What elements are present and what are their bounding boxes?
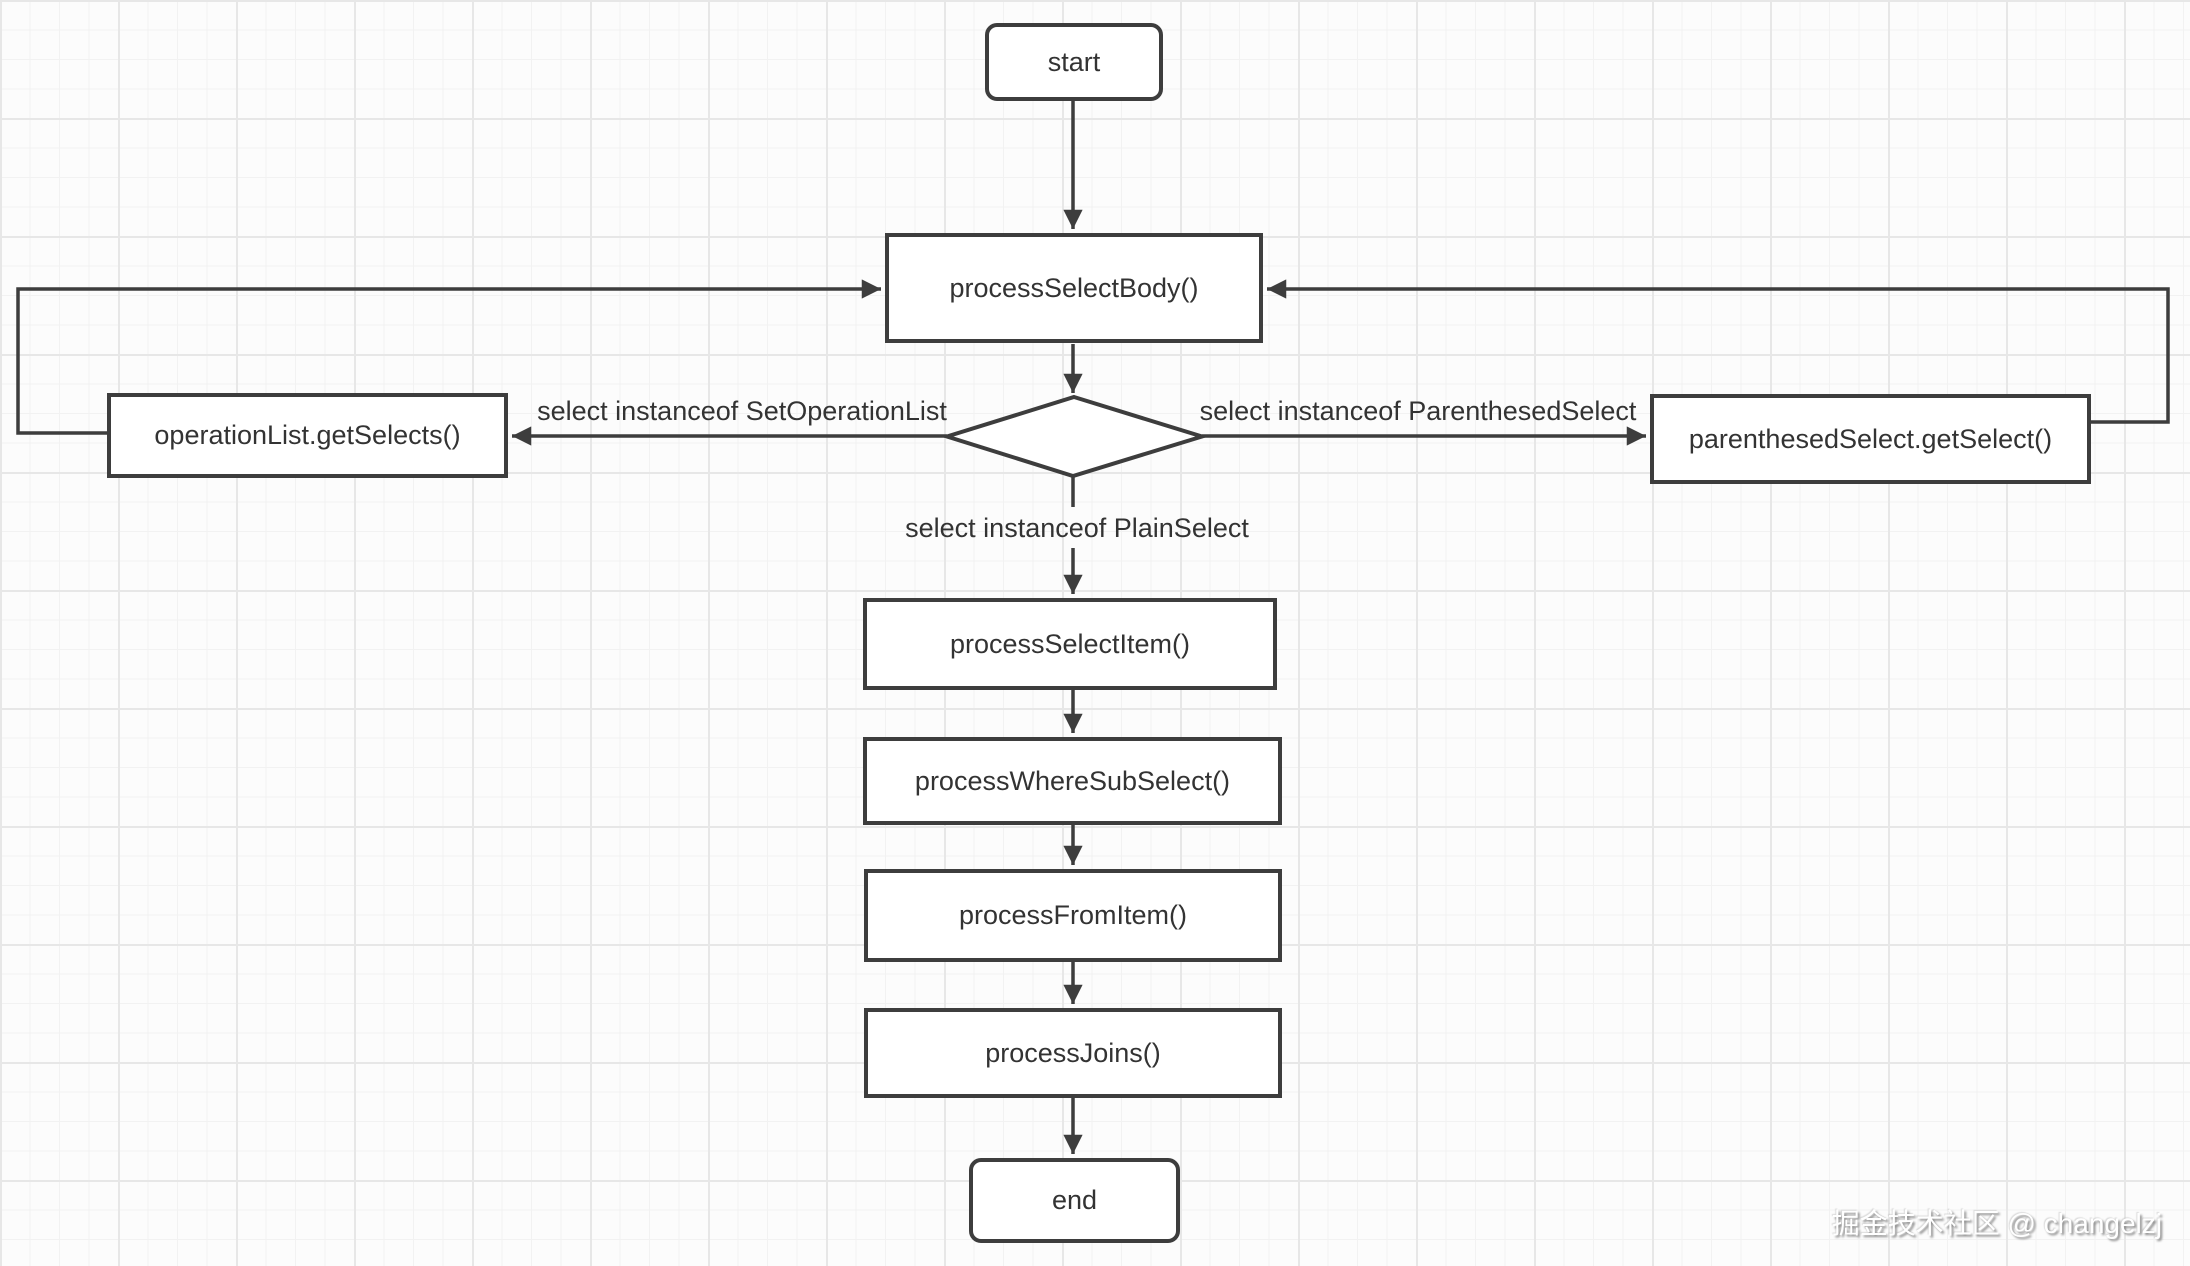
process-where-sub-select-label: processWhereSubSelect() [914, 765, 1231, 796]
process-from-item-node: processFromItem() [864, 869, 1282, 962]
edge-operationList-loop-to-processSelectBody [16, 279, 881, 435]
decision-node [940, 394, 1209, 479]
watermark: 掘金技术社区 @ changelzj [1831, 1208, 2162, 1239]
operation-list-get-selects-node: operationList.getSelects() [107, 393, 508, 478]
edge-label-plain-select: select instanceof PlainSelect [905, 513, 1249, 543]
process-from-item-label: processFromItem() [958, 900, 1188, 930]
end-node-label: end [1051, 1185, 1098, 1215]
edge-label-set-operation-list: select instanceof SetOperationList [537, 396, 947, 426]
process-select-body-label: processSelectBody() [949, 272, 1199, 303]
process-where-sub-select-node: processWhereSubSelect() [863, 737, 1282, 825]
process-joins-node: processJoins() [864, 1008, 1282, 1098]
process-select-item-node: processSelectItem() [863, 598, 1277, 690]
operation-list-get-selects-label: operationList.getSelects() [154, 420, 461, 450]
start-node: start [985, 23, 1163, 101]
process-select-item-label: processSelectItem() [949, 628, 1191, 659]
end-node: end [969, 1158, 1180, 1243]
parenthesed-select-get-select-node: parenthesedSelect.getSelect() [1650, 394, 2091, 484]
edge-parenthesedSelect-loop-to-processSelectBody [1267, 279, 2170, 424]
process-joins-label: processJoins() [985, 1037, 1161, 1068]
start-node-label: start [1047, 46, 1101, 77]
process-select-body-node: processSelectBody() [885, 233, 1263, 343]
edge-label-parenthesed-select: select instanceof ParenthesedSelect [1199, 396, 1637, 426]
parenthesed-select-get-select-label: parenthesedSelect.getSelect() [1688, 423, 2053, 454]
